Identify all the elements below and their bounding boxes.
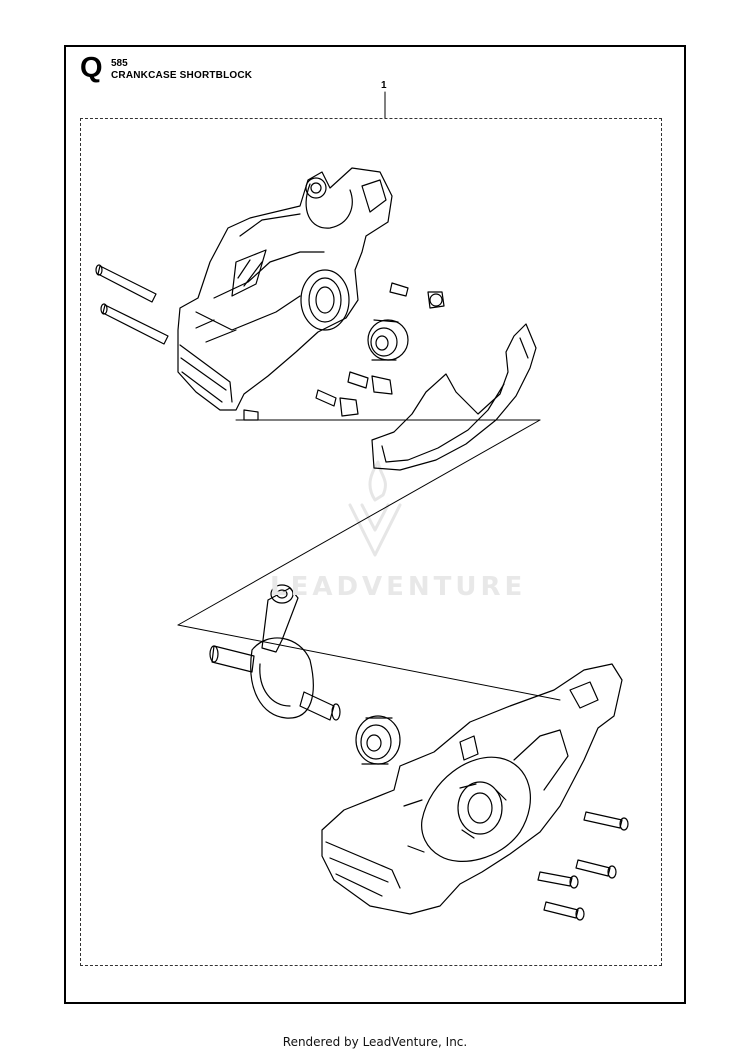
watermark-text: LEADVENTURE xyxy=(270,572,527,602)
lower-crankcase-half xyxy=(321,663,623,915)
section-title: CRANKCASE SHORTBLOCK xyxy=(111,70,253,81)
upper-bearing xyxy=(367,319,409,361)
crankshaft-assembly xyxy=(209,584,341,721)
screws-lower-right xyxy=(537,811,629,921)
assembly-dashed-box xyxy=(80,118,662,966)
page-frame xyxy=(64,45,686,1004)
section-letter: Q xyxy=(80,52,103,84)
flame-v-logo-icon xyxy=(348,460,402,557)
model-number: 585 xyxy=(111,58,128,69)
lower-bearing xyxy=(355,715,401,765)
long-bolts-upper xyxy=(95,264,169,345)
screws-and-sleeves xyxy=(243,282,445,421)
footer-credit: Rendered by LeadVenture, Inc. xyxy=(282,1035,468,1049)
split-plane-lines xyxy=(177,419,561,701)
crankcase-gasket xyxy=(371,323,537,471)
upper-crankcase-half xyxy=(177,167,393,411)
callout-number-1: 1 xyxy=(381,80,387,91)
